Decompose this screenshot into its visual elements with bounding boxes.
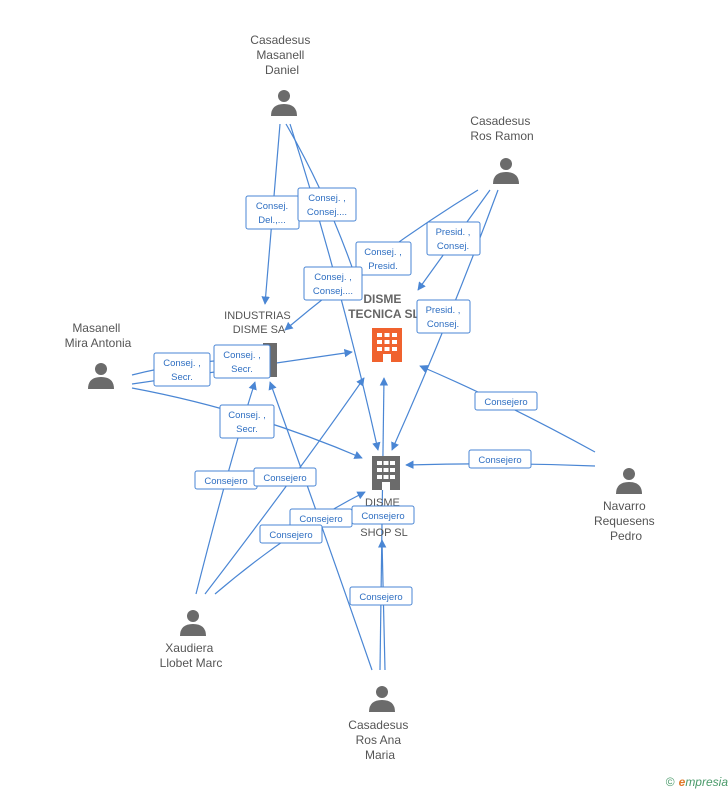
brand-name: mpresia [685,775,728,789]
person-node-ana[interactable]: Casadesus Ros Ana Maria [348,686,411,762]
role-label-r13[interactable]: Consejero [253,467,317,487]
person-icon [493,158,519,184]
role-label-r9[interactable]: Consej. ,Secr. [219,404,275,439]
role-label-r16[interactable]: Consejero [259,524,323,544]
svg-text:Consej. ,Secr.: Consej. ,Secr. [228,410,266,435]
company-node-shop[interactable]: DISME SHOP SL [360,456,408,539]
role-label-r11[interactable]: Consejero [468,449,532,469]
company-node-tecnica[interactable]: DISME TECNICA SL [348,292,420,362]
role-label-r2[interactable]: Consej. ,Consej.... [297,187,357,222]
person-label: Xaudiera Llobet Marc [160,641,223,670]
svg-text:Consej. ,Presid.: Consej. ,Presid. [364,247,402,272]
person-node-navarro[interactable]: Navarro Requesens Pedro [594,468,658,543]
svg-text:Consej.Del.,...: Consej.Del.,... [256,201,288,226]
person-node-daniel[interactable]: Casadesus Masanell Daniel [250,33,313,116]
person-label: Casadesus Ros Ramon [470,114,533,143]
svg-text:Consejero: Consejero [299,514,342,525]
svg-text:Consej. ,Consej....: Consej. ,Consej.... [307,193,347,218]
person-label: Casadesus Ros Ana Maria [348,718,411,762]
person-label: Navarro Requesens Pedro [594,499,658,543]
svg-text:Presid. ,Consej.: Presid. ,Consej. [436,227,471,252]
brand-initial: e [678,775,686,789]
svg-text:Consejero: Consejero [269,530,312,541]
person-icon [271,90,297,116]
company-label: DISME TECNICA SL [348,292,420,321]
role-label-r5[interactable]: Consej. ,Consej.... [303,266,363,301]
role-label-r7[interactable]: Consej. ,Secr. [153,352,211,387]
person-node-ramon[interactable]: Casadesus Ros Ramon [470,114,534,184]
role-label-r8[interactable]: Consej. ,Secr. [213,344,271,379]
svg-text:Consejero: Consejero [478,455,521,466]
person-icon [180,610,206,636]
svg-text:Consej. ,Secr.: Consej. ,Secr. [223,350,261,375]
company-label: INDUSTRIAS DISME SA [224,310,294,336]
role-label-r3[interactable]: Consej. ,Presid. [355,241,412,276]
person-label: Casadesus Masanell Daniel [250,33,313,77]
person-node-mira[interactable]: Masanell Mira Antonia [65,321,132,389]
role-label-r17[interactable]: Consejero [349,586,413,606]
copyright-icon: © [665,775,675,789]
person-icon [616,468,642,494]
svg-text:Presid. ,Consej.: Presid. ,Consej. [426,305,461,330]
role-label-r10[interactable]: Consejero [474,391,538,411]
role-label-r12[interactable]: Consejero [194,470,258,490]
role-label-r1[interactable]: Consej.Del.,... [245,195,300,230]
person-label: Masanell Mira Antonia [65,321,132,350]
role-label-r14[interactable]: Consejero [289,508,353,528]
building-icon [372,456,400,490]
footer-brand: ©empresia [666,775,728,789]
svg-text:Consejero: Consejero [204,476,247,487]
svg-text:Consej. ,Consej....: Consej. ,Consej.... [313,272,353,297]
svg-text:Consejero: Consejero [361,511,404,522]
svg-text:Consej. ,Secr.: Consej. ,Secr. [163,358,201,383]
svg-text:Consejero: Consejero [263,473,306,484]
role-label-r4[interactable]: Presid. ,Consej. [426,221,481,256]
person-icon [88,363,114,389]
role-label-r6[interactable]: Presid. ,Consej. [416,299,471,334]
person-node-xaudiera[interactable]: Xaudiera Llobet Marc [160,610,223,670]
role-label-r15[interactable]: Consejero [351,505,415,525]
svg-text:Consejero: Consejero [484,397,527,408]
person-icon [369,686,395,712]
svg-text:Consejero: Consejero [359,592,402,603]
building-icon [372,328,402,362]
